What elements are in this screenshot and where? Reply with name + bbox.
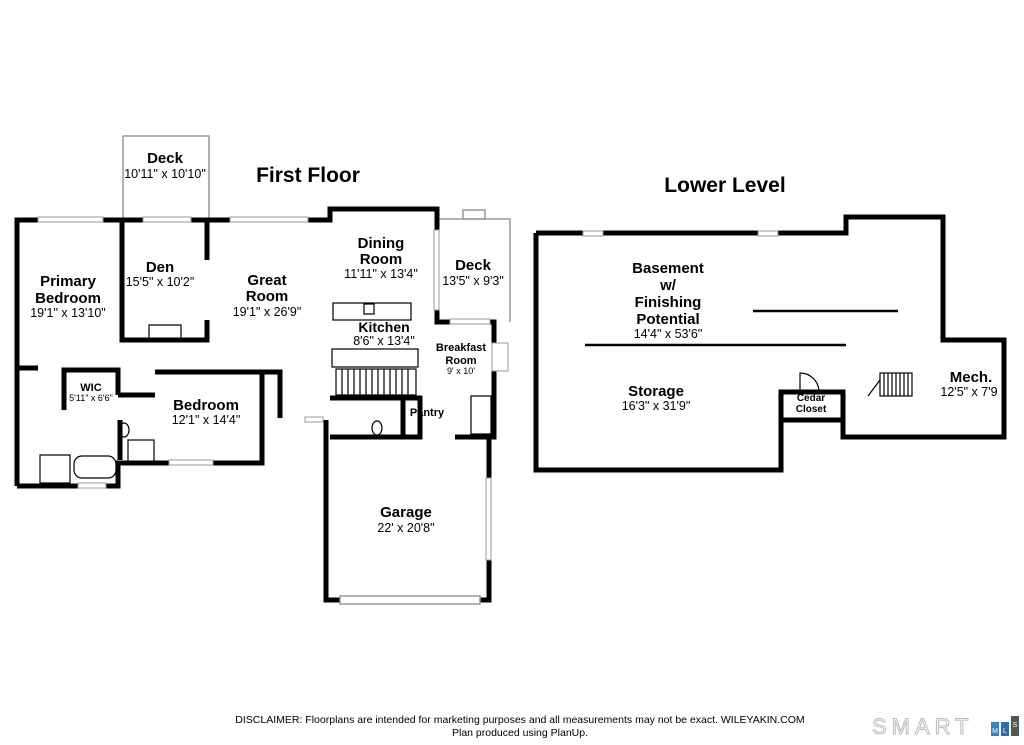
logo-badge-l: L bbox=[1001, 722, 1009, 736]
kitchen-dims: 8'6" x 13'4" bbox=[353, 334, 415, 348]
logo-badge-s: S bbox=[1011, 716, 1019, 736]
deck-east-dims: 13'5" x 9'3" bbox=[442, 274, 504, 288]
great-room-label-2: Room bbox=[246, 288, 289, 305]
deck-outline bbox=[122, 135, 210, 218]
windows bbox=[37, 216, 509, 561]
credit-text: Plan produced using PlanUp. bbox=[451, 727, 588, 739]
bedroom-label: Bedroom bbox=[173, 397, 239, 414]
cedar-closet-label-2: Closet bbox=[796, 404, 827, 415]
first-floor-title: First Floor bbox=[256, 164, 360, 187]
lower-level-title: Lower Level bbox=[664, 174, 785, 197]
den-dims: 15'5" x 10'2" bbox=[126, 275, 195, 289]
mech-label: Mech. bbox=[950, 369, 993, 386]
basement-label-1: Basement bbox=[632, 260, 704, 277]
primary-bedroom-label-1: Primary bbox=[40, 273, 97, 290]
deck-north-label: Deck bbox=[147, 150, 184, 167]
storage-label: Storage bbox=[628, 383, 684, 400]
basement-label-3: Finishing bbox=[635, 294, 702, 311]
deck-north-dims: 10'11" x 10'10" bbox=[124, 167, 206, 181]
breakfast-room-label-2: Room bbox=[445, 355, 476, 367]
cedar-closet-label-1: Cedar bbox=[797, 393, 825, 404]
bedroom-dims: 12'1" x 14'4" bbox=[172, 413, 241, 427]
den-label: Den bbox=[146, 259, 174, 276]
garage-dims: 22' x 20'8" bbox=[377, 521, 434, 535]
basement-label-4: Potential bbox=[636, 311, 699, 328]
disclaimer: DISCLAIMER: Floorplans are intended for … bbox=[200, 714, 840, 740]
pantry-label: Pantry bbox=[410, 407, 445, 419]
deck-east-outline bbox=[437, 218, 511, 322]
breakfast-room-dims: 9' x 10' bbox=[447, 366, 475, 376]
lower-level-walls bbox=[533, 214, 1007, 473]
breakfast-room-label-1: Breakfast bbox=[436, 342, 486, 354]
great-room-label-1: Great bbox=[247, 272, 286, 289]
fixtures bbox=[39, 302, 492, 605]
deck-step bbox=[462, 209, 486, 220]
wic-label: WIC bbox=[80, 382, 101, 394]
dining-room-dims: 11'11" x 13'4" bbox=[344, 267, 418, 281]
storage-dims: 16'3" x 31'9" bbox=[622, 399, 691, 413]
smart-mls-logo: SMART bbox=[872, 714, 974, 740]
primary-bedroom-label-2: Bedroom bbox=[35, 290, 101, 307]
garage-label: Garage bbox=[380, 504, 432, 521]
basement-dims: 14'4" x 53'6" bbox=[634, 327, 703, 341]
basement-label-2: w/ bbox=[659, 277, 677, 294]
kitchen-label: Kitchen bbox=[358, 319, 409, 335]
deck-east-label: Deck bbox=[455, 257, 492, 274]
primary-bedroom-dims: 19'1" x 13'10" bbox=[30, 306, 106, 320]
wic-dims: 5'11" x 6'6" bbox=[69, 393, 113, 403]
logo-badge-m: M bbox=[991, 722, 999, 736]
disclaimer-text: DISCLAIMER: Floorplans are intended for … bbox=[235, 714, 805, 726]
mech-dims: 12'5" x 7'9 bbox=[940, 385, 997, 399]
great-room-dims: 19'1" x 26'9" bbox=[233, 305, 302, 319]
dining-room-label-1: Dining bbox=[358, 235, 405, 252]
first-floor-walls bbox=[14, 206, 497, 603]
dining-room-label-2: Room bbox=[360, 251, 403, 268]
